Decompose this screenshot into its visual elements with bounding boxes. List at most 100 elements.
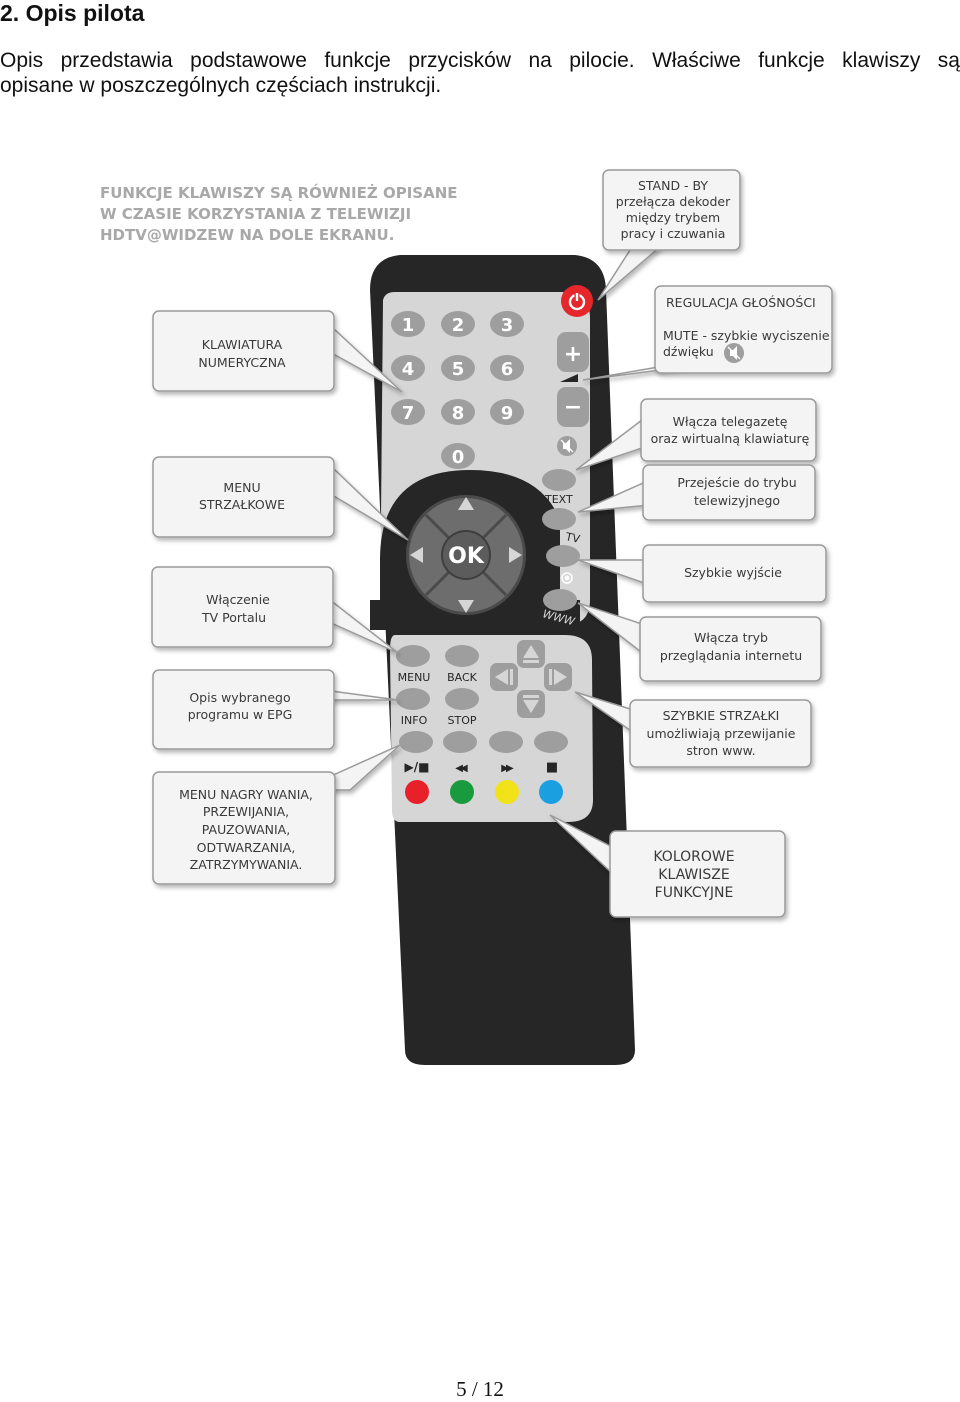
notice-text: FUNKCJE KLAWISZY SĄ RÓWNIEŻ OPISANE W CZ…	[100, 183, 458, 244]
stop-button[interactable]	[445, 688, 479, 710]
svg-text:4: 4	[402, 359, 415, 380]
notice-line-3: HDTV@WIDZEW NA DOLE EKRANU.	[100, 226, 394, 244]
remote-lower-panel	[390, 635, 593, 822]
section-heading: 2. Opis pilota	[0, 0, 145, 26]
dpad-down-button[interactable]	[458, 600, 474, 613]
teletext-callout: Włącza telegazetę oraz wirtualną klawiat…	[651, 414, 810, 446]
svg-text:Szybkie wyjście: Szybkie wyjście	[684, 565, 782, 580]
digit-2-button[interactable]: 2	[441, 311, 475, 337]
text-button[interactable]	[542, 469, 576, 491]
dpad-left-button[interactable]	[410, 547, 423, 563]
digit-7-button[interactable]: 7	[391, 399, 425, 425]
svg-text:MUTE - szybkie wyciszenie: MUTE - szybkie wyciszenie	[663, 328, 830, 343]
dpad-up-button[interactable]	[458, 497, 474, 510]
svg-text:KLAWIATURA: KLAWIATURA	[202, 337, 283, 352]
svg-text:programu w EPG: programu w EPG	[188, 707, 293, 722]
ok-button[interactable]: OK	[441, 530, 491, 580]
back-button[interactable]	[445, 645, 479, 667]
svg-text:NUMERYCZNA: NUMERYCZNA	[198, 355, 286, 370]
red-key[interactable]	[405, 780, 429, 804]
digit-4-button[interactable]: 4	[391, 355, 425, 381]
dpad: OK	[406, 495, 526, 615]
blue-key[interactable]	[539, 780, 563, 804]
tv-label: TV	[563, 530, 581, 546]
arrow-up-icon	[458, 497, 474, 510]
digit-0-button[interactable]: 0	[441, 443, 475, 469]
notice-line-2: W CZASIE KORZYSTANIA Z TELEWIZJI	[100, 205, 411, 223]
triangle-up-icon	[523, 645, 539, 658]
svg-text:9: 9	[501, 403, 514, 424]
color-keys-callout: KOLOROWE KLAWISZE FUNKCYJNE	[653, 849, 734, 901]
mute-button[interactable]	[557, 436, 577, 456]
svg-text:STAND - BY: STAND - BY	[638, 178, 708, 193]
mute-speaker-icon	[724, 343, 744, 363]
ok-label: OK	[448, 544, 485, 569]
quick-arrows	[490, 640, 572, 718]
internet-callout: Włącza tryb przeglądania internetu	[660, 630, 802, 663]
page-left-button[interactable]	[490, 663, 518, 691]
volume-down-button[interactable]: −	[557, 387, 589, 427]
text-label: TEXT	[544, 493, 573, 506]
triangle-left-icon	[495, 669, 508, 685]
digit-9-button[interactable]: 9	[490, 399, 524, 425]
dpad-right-button[interactable]	[509, 547, 522, 563]
arrow-right-icon	[509, 547, 522, 563]
exit-button[interactable]	[546, 545, 580, 567]
recording-callout: MENU NAGRY WANIA, PRZEWIJANIA, PAUZOWANI…	[179, 787, 313, 872]
digit-5-button[interactable]: 5	[441, 355, 475, 381]
svg-text:FUNKCYJNE: FUNKCYJNE	[655, 885, 734, 901]
svg-text:Włączenie: Włączenie	[206, 592, 270, 607]
triangle-right-icon	[554, 669, 567, 685]
fast-forward-icon: ▶▶	[501, 763, 514, 774]
page-down-button[interactable]	[517, 690, 545, 718]
info-button[interactable]	[396, 688, 430, 710]
page-right-button[interactable]	[544, 663, 572, 691]
green-key[interactable]	[450, 780, 474, 804]
rewind-button[interactable]	[443, 731, 477, 753]
svg-text:PAUZOWANIA,: PAUZOWANIA,	[202, 822, 290, 837]
tv-button[interactable]	[542, 508, 576, 530]
www-button[interactable]	[543, 589, 577, 611]
svg-text:pracy i czuwania: pracy i czuwania	[621, 226, 726, 241]
digit-8-button[interactable]: 8	[441, 399, 475, 425]
speaker-mute-icon	[560, 439, 574, 453]
menu-label: MENU	[398, 671, 431, 684]
rewind-icon: ◀◀	[455, 763, 468, 774]
page-number: 5 / 12	[456, 1377, 504, 1401]
tv-portal-callout: Włączenie TV Portalu	[201, 592, 270, 625]
epg-callout: Opis wybranego programu w EPG	[188, 690, 293, 722]
svg-text:telewizyjnego: telewizyjnego	[694, 493, 780, 508]
svg-text:PRZEWIJANIA,: PRZEWIJANIA,	[203, 804, 289, 819]
intro-line-1: Opis przedstawia podstawowe funkcje przy…	[0, 49, 960, 72]
quick-arrows-callout: SZYBKIE STRZAŁKI umożliwiają przewijanie…	[647, 708, 796, 758]
svg-text:SZYBKIE STRZAŁKI: SZYBKIE STRZAŁKI	[663, 708, 780, 723]
notice-line-1: FUNKCJE KLAWISZY SĄ RÓWNIEŻ OPISANE	[100, 183, 458, 202]
svg-text:8: 8	[452, 403, 465, 424]
svg-text:KLAWISZE: KLAWISZE	[658, 867, 729, 883]
svg-text:umożliwiają przewijanie: umożliwiają przewijanie	[647, 726, 796, 741]
svg-text:dźwięku: dźwięku	[663, 344, 714, 359]
power-button[interactable]	[561, 285, 593, 317]
arrows-menu-callout: MENU STRZAŁKOWE	[199, 480, 285, 512]
playback-stop-button[interactable]	[534, 731, 568, 753]
info-label: INFO	[401, 714, 428, 727]
page-up-button[interactable]	[517, 640, 545, 668]
stop-square-icon: ■	[546, 760, 558, 775]
numeric-callout: KLAWIATURA NUMERYCZNA	[198, 337, 286, 370]
svg-text:5: 5	[452, 359, 465, 380]
forward-button[interactable]	[489, 731, 523, 753]
digit-1-button[interactable]: 1	[391, 311, 425, 337]
svg-text:STRZAŁKOWE: STRZAŁKOWE	[199, 497, 285, 512]
svg-text:2: 2	[452, 315, 465, 336]
digit-6-button[interactable]: 6	[490, 355, 524, 381]
volume-up-button[interactable]: +	[557, 332, 589, 372]
play-pause-button[interactable]	[399, 731, 433, 753]
menu-button[interactable]	[396, 645, 430, 667]
svg-text:Włącza telegazetę: Włącza telegazetę	[673, 414, 788, 429]
svg-text:3: 3	[501, 315, 514, 336]
minus-icon: −	[564, 395, 582, 420]
intro-line-2: opisane w poszczególnych częściach instr…	[0, 74, 442, 97]
yellow-key[interactable]	[495, 780, 519, 804]
digit-3-button[interactable]: 3	[490, 311, 524, 337]
